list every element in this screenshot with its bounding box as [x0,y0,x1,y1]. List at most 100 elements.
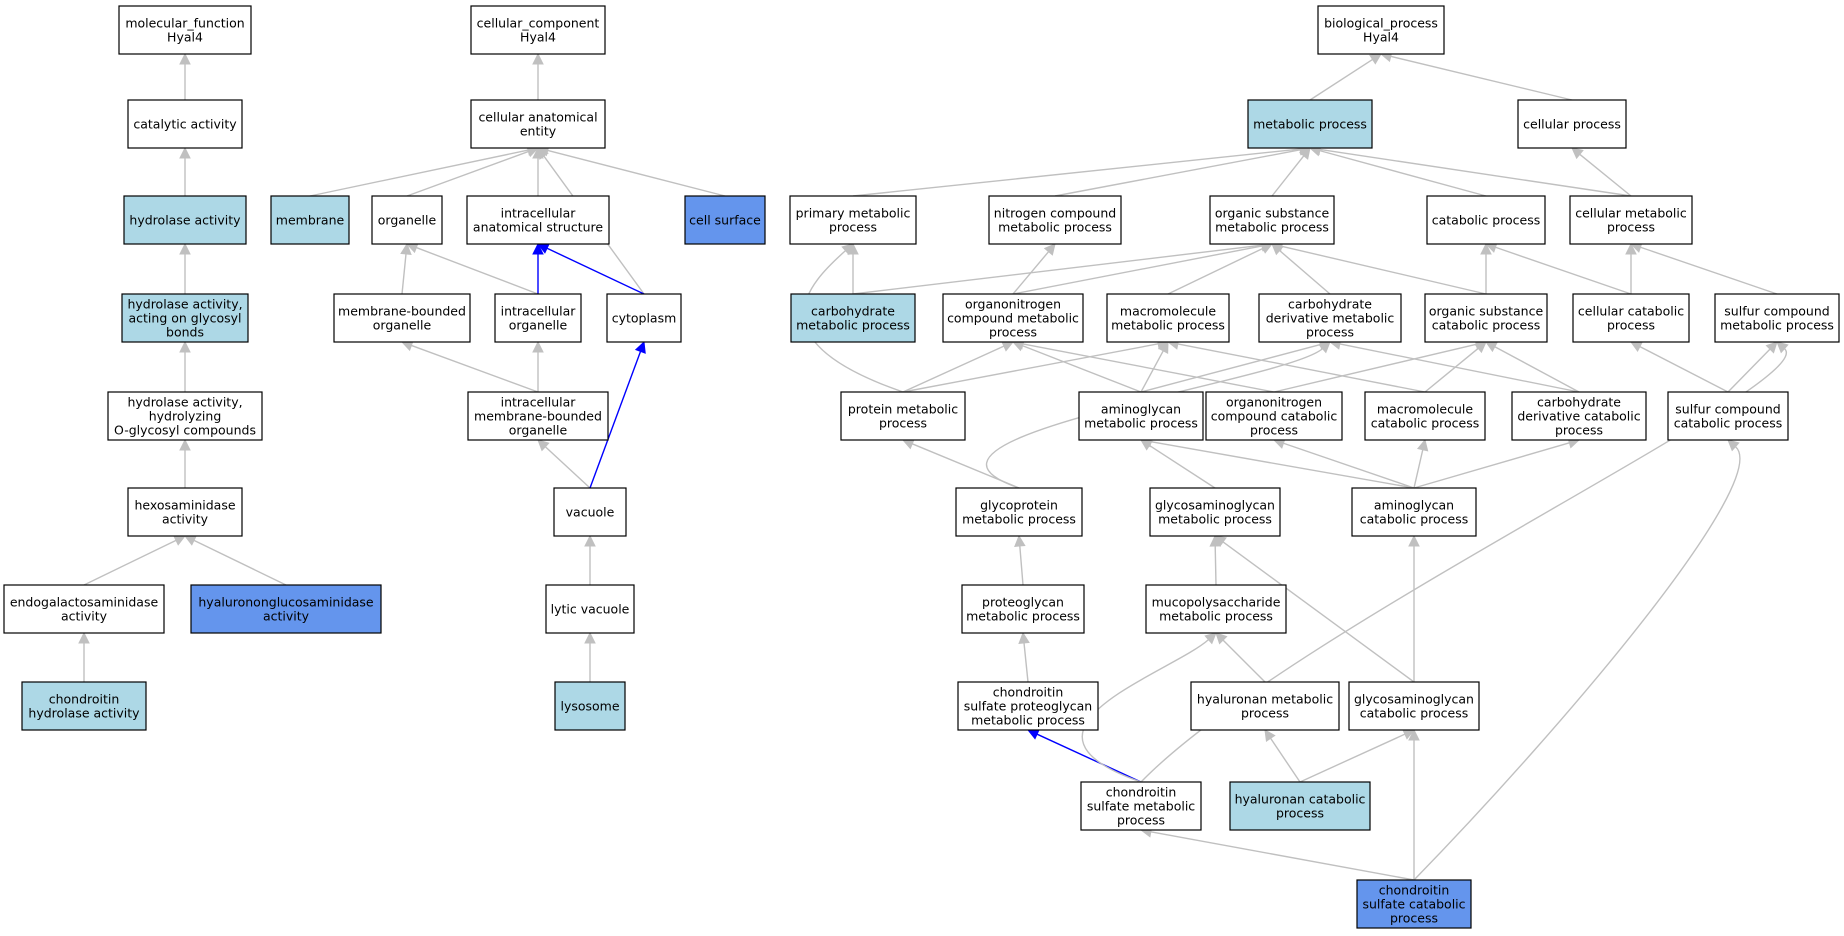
edge-line [193,539,287,586]
edge-osc-to-osm [1270,240,1487,295]
node-label-line: organonitrogen [1226,395,1322,410]
node-label-line: metabolic process [1159,609,1273,624]
edge-line [1309,58,1373,101]
edge-line [1019,545,1024,586]
node-hyd_glyco[interactable]: hydrolase activity,acting on glycosylbon… [121,293,249,343]
edge-line [852,148,1301,197]
node-label-line: organic substance [1429,304,1544,319]
node-hyd_oglyco[interactable]: hydrolase activity,hydrolyzingO-glycosyl… [107,391,263,441]
node-membrane[interactable]: membrane [270,195,350,245]
node-metab[interactable]: metabolic process [1247,99,1373,149]
node-label-line: hexosaminidase [134,498,235,513]
node-label-line: catalytic activity [133,117,237,132]
edge-cscat-to-gagcat [1408,728,1420,880]
edge-io-to-organelle [405,242,539,295]
edge-protmet-to-orgnit [902,341,1015,393]
node-label-line: sulfate catabolic [1362,897,1465,912]
node-label-line: Hyal4 [1363,30,1399,45]
edge-arrowhead [179,340,191,353]
edge-vacuole-to-cytoplasm [589,340,646,489]
edge-arrowhead [1157,341,1169,354]
node-label-line: vacuole [566,505,615,520]
node-label-line: biological_process [1324,16,1438,31]
edge-cscat-to-sulfcat [1413,439,1741,881]
edge-line [1579,153,1632,197]
edge-line [1271,155,1305,197]
node-catalytic[interactable]: catalytic activity [127,99,243,149]
edge-metab-to-bp_root [1309,53,1382,101]
edge-line [1413,442,1570,489]
edge-arrowhead [1765,341,1778,354]
edge-line [1279,249,1331,295]
edge-sulfcat-to-sulfmet [1727,341,1778,393]
node-catab[interactable]: catabolic process [1426,195,1546,245]
edge-arrowhead [1474,341,1487,354]
edge-arrowhead [1001,341,1015,352]
node-label-line: derivative metabolic [1266,311,1395,326]
node-label-line: process [1241,706,1289,721]
node-cytoplasm[interactable]: cytoplasm [606,293,682,343]
edge-line [544,446,591,489]
edge-arrowhead [1264,729,1276,742]
edge-cellcat-to-catab [1484,241,1632,295]
edge-line [1054,149,1301,197]
edge-macromet-to-osm [1167,243,1274,295]
node-lysosome[interactable]: lysosome [554,681,626,731]
node-box [553,487,627,537]
edge-sulfcat-to-cellcat [1630,341,1729,393]
node-cellsurf[interactable]: cell surface [684,195,766,245]
node-label-line: acting on glycosyl [129,311,242,326]
edge-line [411,344,539,393]
node-cellproc[interactable]: cellular process [1517,99,1627,149]
node-vacuole[interactable]: vacuole [553,487,627,537]
node-hydrolase[interactable]: hydrolase activity [123,195,247,245]
node-organelle[interactable]: organelle [371,195,443,245]
node-box [1426,195,1546,245]
node-lytic[interactable]: lytic vacuole [545,584,635,634]
edge-arrowhead [1571,147,1584,160]
edge-line [1022,343,1275,393]
node-label-line: metabolic process [962,512,1076,527]
edge-arrowhead [1408,728,1420,741]
